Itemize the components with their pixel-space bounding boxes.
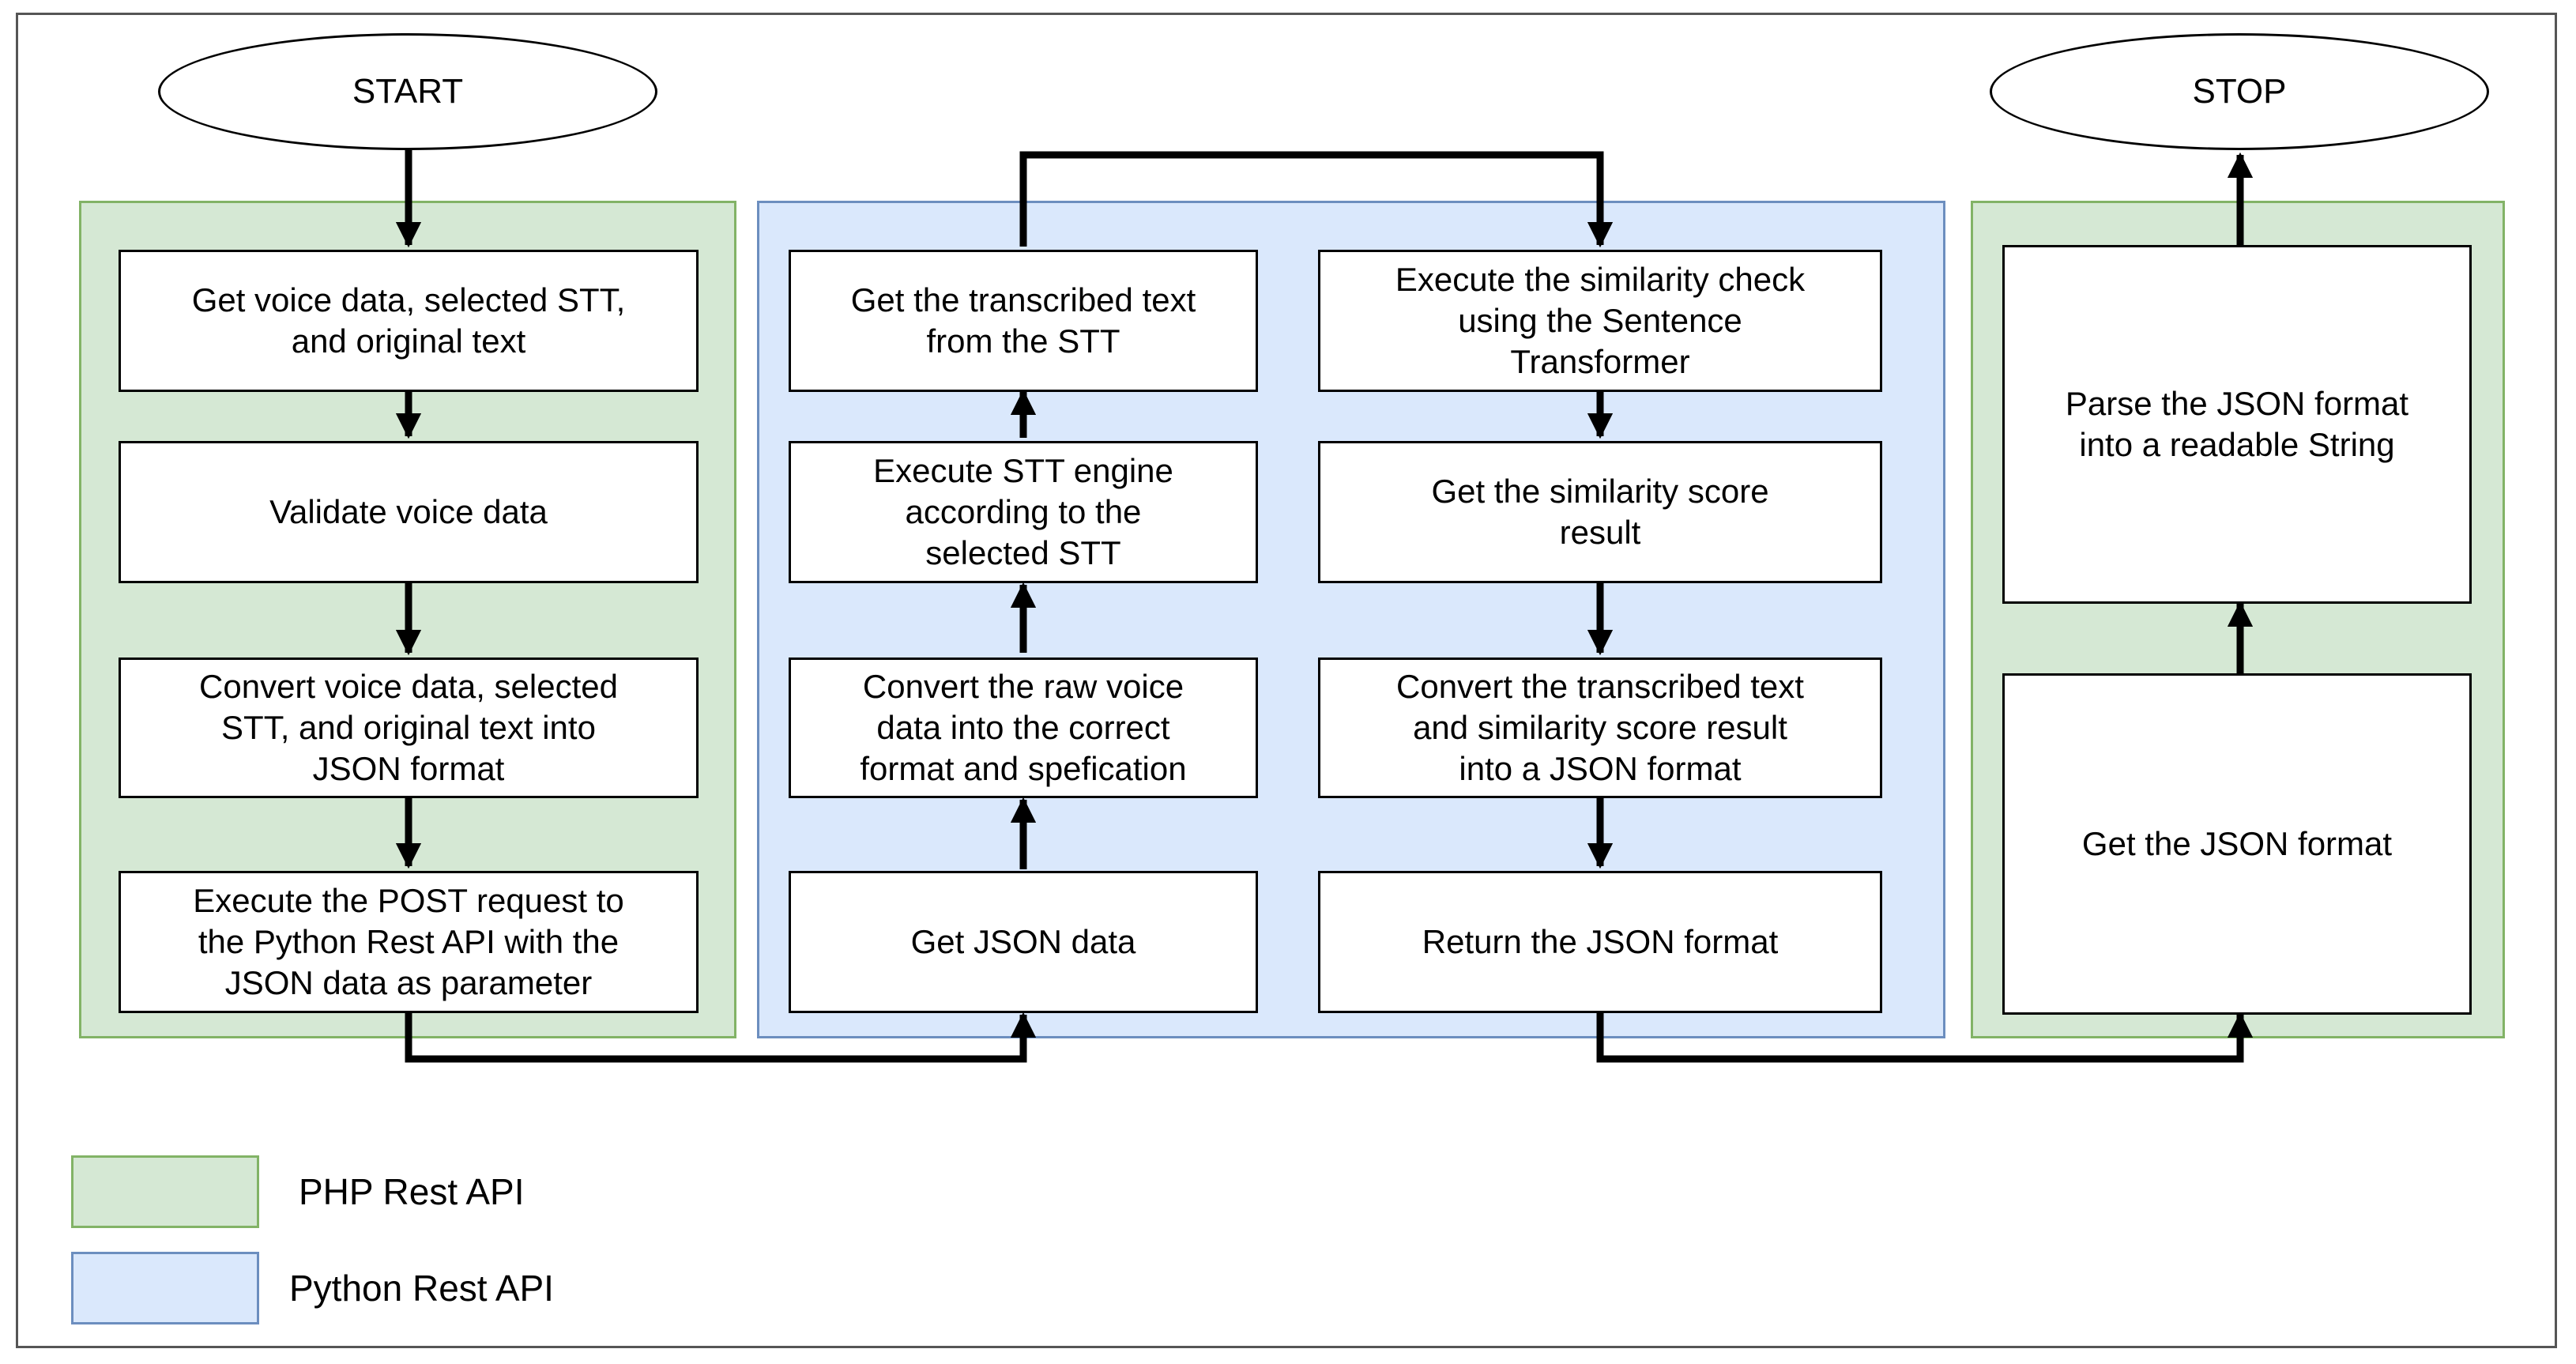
step-convert-result-to-json: Convert the transcribed text and similar… bbox=[1318, 658, 1882, 798]
step-validate-voice-data: Validate voice data bbox=[119, 441, 699, 583]
step-return-json-format: Return the JSON format bbox=[1318, 871, 1882, 1013]
edge-transcribed-to-similarity bbox=[1019, 151, 1614, 248]
step-get-transcribed-text: Get the transcribed text from the STT bbox=[789, 250, 1258, 392]
step-get-similarity-score: Get the similarity score result bbox=[1318, 441, 1882, 583]
edge-return-to-get-json-format bbox=[1596, 1012, 2254, 1063]
step-get-voice-data: Get voice data, selected STT, and origin… bbox=[119, 250, 699, 392]
diagram-frame bbox=[16, 13, 2557, 1348]
step-similarity-check: Execute the similarity check using the S… bbox=[1318, 250, 1882, 392]
step-execute-stt-engine: Execute STT engine according to the sele… bbox=[789, 441, 1258, 583]
stop-terminal: STOP bbox=[1990, 33, 2489, 150]
legend-swatch-python bbox=[71, 1252, 259, 1324]
start-terminal: START bbox=[158, 33, 657, 150]
step-convert-to-json: Convert voice data, selected STT, and or… bbox=[119, 658, 699, 798]
step-get-json-format: Get the JSON format bbox=[2002, 673, 2472, 1015]
step-execute-post-request: Execute the POST request to the Python R… bbox=[119, 871, 699, 1013]
step-parse-json: Parse the JSON format into a readable St… bbox=[2002, 245, 2472, 604]
legend-swatch-php bbox=[71, 1155, 259, 1228]
edge-post-to-get-json bbox=[405, 1012, 1037, 1063]
legend-label-python: Python Rest API bbox=[289, 1268, 554, 1309]
step-get-json-data: Get JSON data bbox=[789, 871, 1258, 1013]
step-convert-raw-voice: Convert the raw voice data into the corr… bbox=[789, 658, 1258, 798]
legend-label-php: PHP Rest API bbox=[299, 1171, 525, 1212]
